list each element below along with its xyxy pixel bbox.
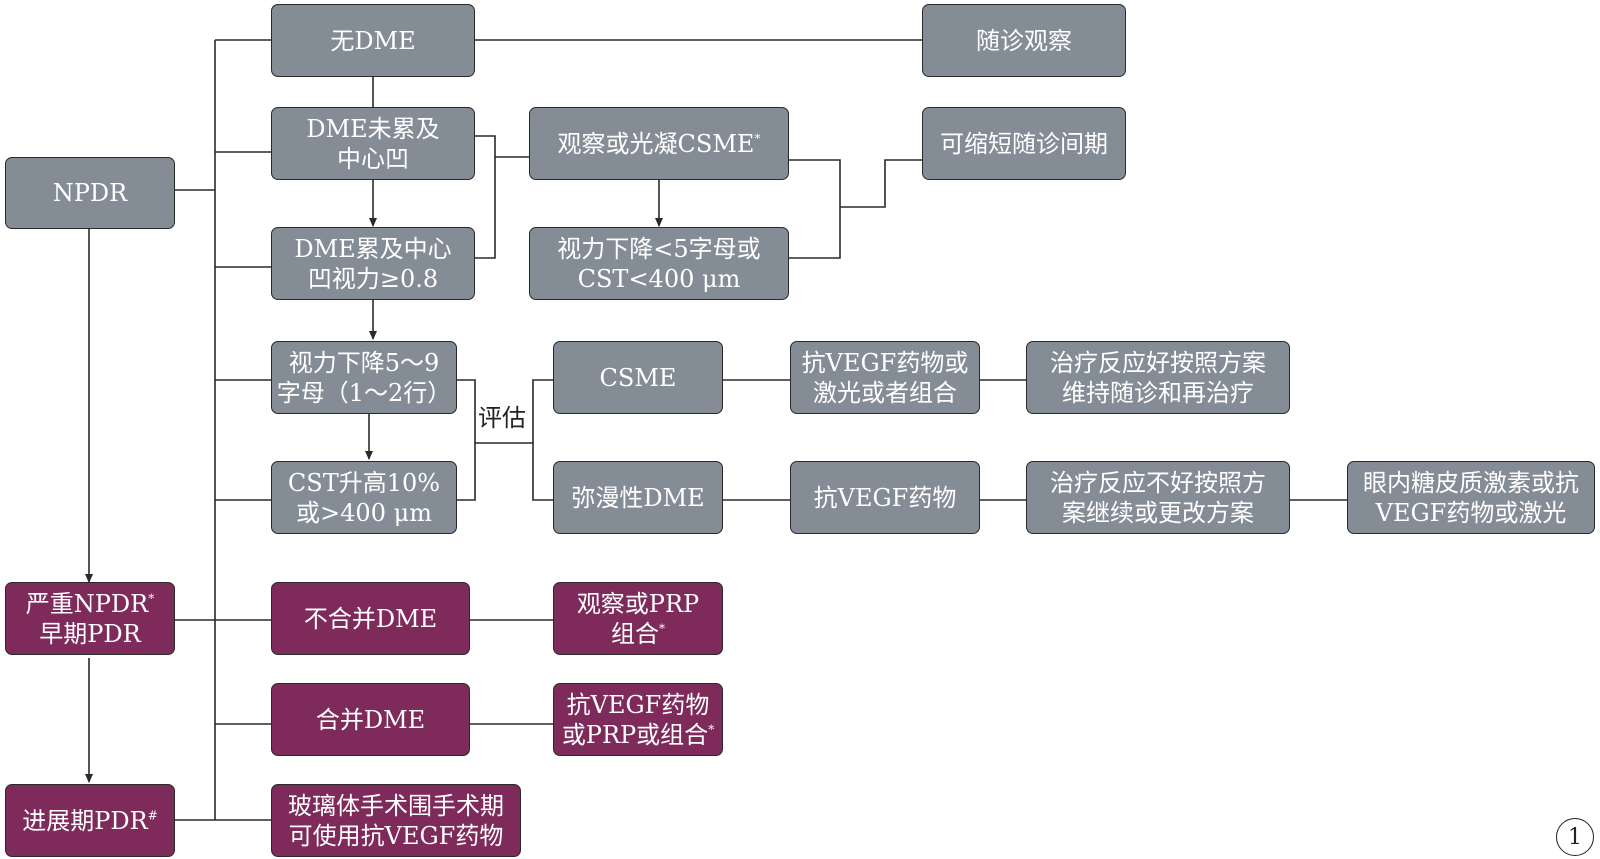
node-anti-vegf-laser-combo: 抗VEGF药物或 激光或者组合 xyxy=(790,341,980,414)
figure-number-badge: 1 xyxy=(1556,818,1594,856)
node-anti-vegf: 抗VEGF药物 xyxy=(790,461,980,534)
observe-prp-text: 组合 xyxy=(611,619,659,648)
node-vitrectomy: 玻璃体手术围手术期 可使用抗VEGF药物 xyxy=(271,784,521,857)
observe-photocoag-text: 观察或光凝CSME xyxy=(557,129,755,158)
node-dme-center-good-va: DME累及中心 凹视力≥0.8 xyxy=(271,227,475,300)
figure-number: 1 xyxy=(1568,824,1582,850)
node-no-dme: 无DME xyxy=(271,4,475,77)
label-evaluate: 评估 xyxy=(478,404,526,432)
severe-npdr-text: 严重NPDR xyxy=(25,589,149,618)
node-with-dme: 合并DME xyxy=(271,683,470,756)
node-diffuse-dme: 弥漫性DME xyxy=(553,461,723,534)
node-shorten-interval: 可缩短随诊间期 xyxy=(922,107,1126,180)
asterisk-mark: * xyxy=(148,590,155,605)
node-observe-prp: 观察或PRP 组合* xyxy=(553,582,723,655)
asterisk-mark: * xyxy=(708,721,715,736)
bracket-dme-to-observe xyxy=(475,135,529,259)
node-va-drop-5-9: 视力下降5～9 字母（1～2行） xyxy=(271,341,457,414)
advanced-pdr-text: 进展期PDR xyxy=(22,806,148,835)
hash-mark: # xyxy=(147,807,158,822)
node-poor-response: 治疗反应不好按照方 案继续或更改方案 xyxy=(1026,461,1290,534)
node-csme: CSME xyxy=(553,341,723,414)
node-dme-not-center: DME未累及 中心凹 xyxy=(271,107,475,180)
node-severe-npdr: 严重NPDR* 早期PDR xyxy=(5,582,175,655)
node-advanced-pdr: 进展期PDR# xyxy=(5,784,175,857)
node-follow-up: 随诊观察 xyxy=(922,4,1126,77)
node-intravitreal-steroid: 眼内糖皮质激素或抗 VEGF药物或激光 xyxy=(1347,461,1595,534)
node-cst-rise: CST升高10% 或>400 μm xyxy=(271,461,457,534)
node-anti-vegf-prp: 抗VEGF药物 或PRP或组合* xyxy=(553,683,723,756)
node-va-drop-lt5: 视力下降<5字母或 CST<400 μm xyxy=(529,227,789,300)
asterisk-mark: * xyxy=(659,620,665,635)
node-good-response: 治疗反应好按照方案 维持随诊和再治疗 xyxy=(1026,341,1290,414)
bracket-to-shorten xyxy=(789,159,922,259)
bracket-evaluate xyxy=(457,379,553,501)
node-npdr: NPDR xyxy=(5,157,175,229)
node-observe-or-photocoag: 观察或光凝CSME* xyxy=(529,107,789,180)
anti-vegf-prp-text: 或PRP或组合 xyxy=(561,720,709,749)
spine-line xyxy=(171,40,216,820)
asterisk-mark: * xyxy=(754,130,761,145)
node-no-dme-combined: 不合并DME xyxy=(271,582,470,655)
